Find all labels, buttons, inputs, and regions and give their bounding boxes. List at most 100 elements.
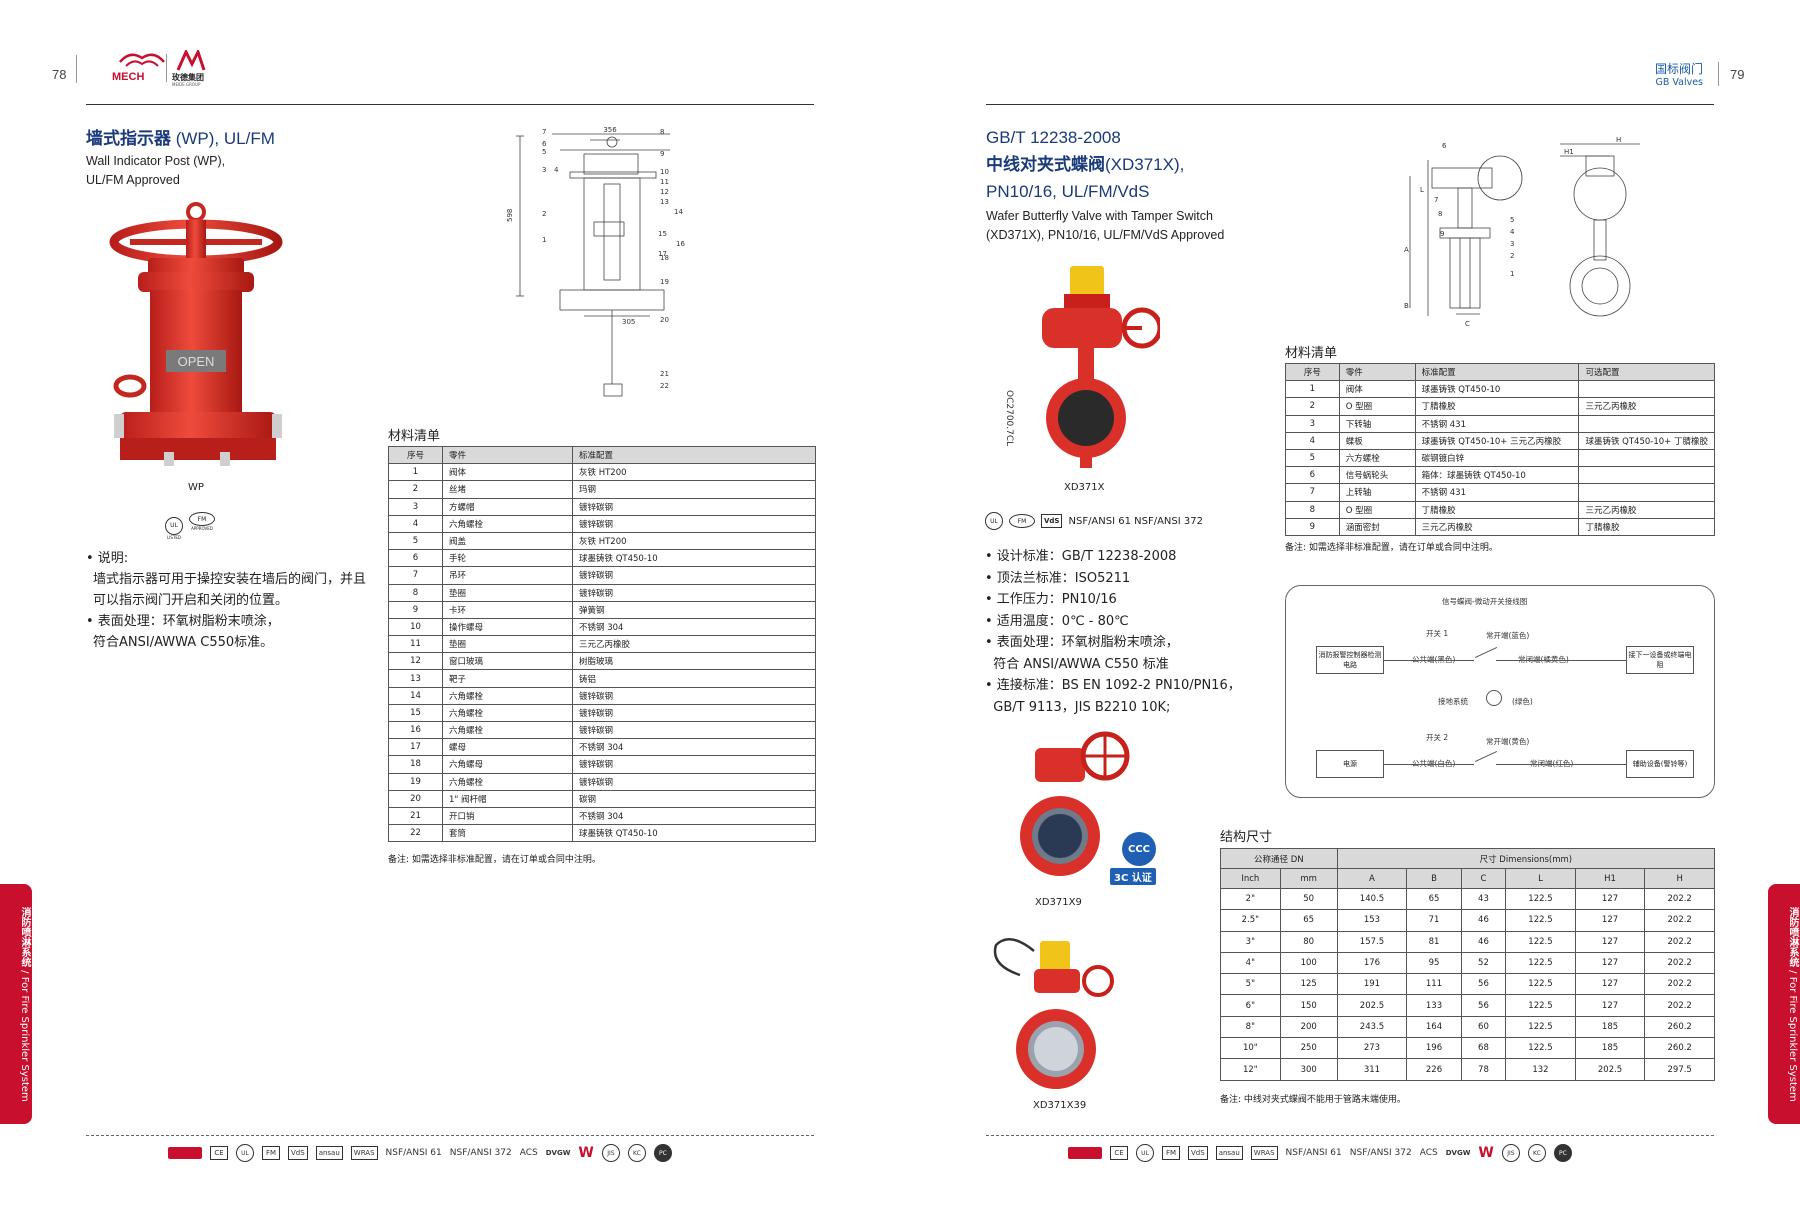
table-cell: 100 [1279, 951, 1338, 975]
table-cell: 16 [388, 720, 443, 740]
table-cell: 3 [388, 497, 443, 516]
mech-logo-text: MECH [112, 71, 145, 83]
table-cell: 阀体 [1338, 380, 1416, 399]
ground-color-label: (绿色) [1512, 697, 1533, 706]
dim-head-dn: 公称通径 DN [1220, 848, 1338, 869]
table-cell: 4" [1220, 951, 1281, 975]
header-cn: 国标阀门 [1655, 62, 1704, 76]
subtitle-right-1: Wafer Butterfly Valve with Tamper Switch [986, 209, 1213, 223]
title-line3: PN10/16, UL/FM/VdS [986, 182, 1150, 201]
description-left: • 说明: 墙式指示器可用于操控安装在墙后的阀门，并且 可以指示阀门开启和关闭的… [86, 548, 366, 653]
spec-item: • 连接标准：BS EN 1092-2 PN10/PN16， [985, 678, 1241, 693]
table-cell: 202.2 [1644, 973, 1715, 996]
dim-a: A [1404, 246, 1409, 254]
callout-number: 16 [676, 240, 685, 248]
table-cell: 球墨铸铁 QT450-10 [572, 549, 816, 568]
product-title-left: 墙式指示器 (WP), UL/FM [86, 124, 275, 149]
table-cell: 手轮 [442, 549, 573, 568]
table-cell: 5 [388, 531, 443, 551]
table-cell: 78 [1460, 1058, 1507, 1081]
table-cell: 10 [388, 617, 443, 637]
table-cell: 碳钢镀白锌 [1414, 448, 1580, 468]
table-cell: 螺母 [442, 738, 573, 757]
table-cell: 卡环 [442, 600, 573, 619]
table-cell: 50 [1279, 887, 1338, 911]
table-cell: 7 [1285, 483, 1340, 502]
table-cell: 11 [388, 635, 443, 654]
table-cell: 202.2 [1644, 909, 1715, 932]
title-cn-right: 中线对夹式蝶阀 [986, 155, 1105, 174]
nc-blue-label: 常开端(蓝色) [1486, 631, 1530, 640]
ground-icon [1486, 690, 1502, 706]
table-cell: 三元乙丙橡胶 [1578, 500, 1715, 519]
side-code: OC2700.7CL [1004, 390, 1014, 447]
callout-number: 11 [660, 178, 669, 186]
table-cell [1578, 466, 1715, 485]
header-rule-left [86, 104, 814, 105]
table-cell: 碳钢 [572, 789, 816, 808]
table-cell: 196 [1406, 1037, 1462, 1060]
table-cell: 六角螺栓 [442, 720, 573, 740]
table-cell: 127 [1574, 887, 1646, 911]
table-cell: 202.5 [1574, 1058, 1646, 1081]
table-cell: 镀锌碳钢 [572, 583, 816, 602]
table-cell: 8 [1285, 500, 1340, 519]
desc-line-4: 符合ANSI/AWWA C550标准。 [93, 635, 274, 650]
table-cell: 丁腈橡胶 [1414, 500, 1580, 519]
table-cell: 14 [388, 686, 443, 705]
ul-cert-icon: UL LISTED [165, 512, 183, 540]
table-cell: 窗口玻璃 [442, 652, 573, 671]
product-subtitle-right: Wafer Butterfly Valve with Tamper Switch… [986, 207, 1224, 245]
table-cell: 200 [1279, 1015, 1338, 1039]
table-cell: 12" [1220, 1058, 1281, 1081]
dim-side: 598 [506, 209, 514, 222]
wiring-title: 信号蝶阀-微动开关接线图 [1442, 597, 1528, 606]
callout-number: 15 [658, 230, 667, 238]
bom-left-header: 零件 [442, 445, 573, 465]
dim-sub-header: L [1505, 868, 1576, 889]
table-cell: O 型圈 [1338, 500, 1416, 519]
table-cell: 镀锌碳钢 [572, 720, 816, 740]
table-cell: 镀锌碳钢 [572, 755, 816, 774]
jis-icon: JIS [601, 1144, 620, 1162]
table-cell: 六角螺栓 [442, 514, 573, 533]
meide-logo-cn: 玫德集团 [172, 73, 204, 82]
table-cell: 5" [1220, 973, 1281, 996]
table-cell: 阀盖 [442, 531, 573, 551]
power-box: 电源 [1316, 750, 1384, 778]
page-number-right: 79 [1730, 67, 1745, 82]
callout-number: 4 [554, 166, 559, 174]
ccc-label: 3C 认证 [1110, 868, 1156, 885]
footer-rule-left [86, 1135, 814, 1136]
table-cell: 信号蜗轮头 [1338, 466, 1416, 485]
table-cell: 垫圈 [442, 583, 573, 602]
table-cell: 164 [1406, 1015, 1462, 1039]
table-cell: 17 [388, 738, 443, 757]
table-cell: 六角螺母 [442, 755, 573, 774]
table-cell: 靶子 [442, 669, 573, 688]
table-cell: 2 [388, 480, 443, 499]
table-cell: 202.2 [1644, 994, 1715, 1017]
cert-row-right: UL FM VdS NSF/ANSI 61 NSF/ANSI 372 [985, 512, 1203, 530]
dim-note: 备注: 中线对夹式蝶阀不能用于管路末端使用。 [1220, 1095, 1406, 1105]
xd371x9-label: XD371X9 [1035, 897, 1082, 908]
bom-right-header: 标准配置 [1414, 362, 1580, 382]
ccc-icon: CCC [1122, 832, 1156, 866]
cert-badge-icon: ansau [1215, 1146, 1243, 1160]
bom-title-right: 材料清单 [1285, 346, 1338, 361]
table-cell: 297.5 [1644, 1058, 1715, 1081]
table-cell: 127 [1574, 909, 1646, 932]
table-cell: 铸铝 [572, 669, 816, 688]
